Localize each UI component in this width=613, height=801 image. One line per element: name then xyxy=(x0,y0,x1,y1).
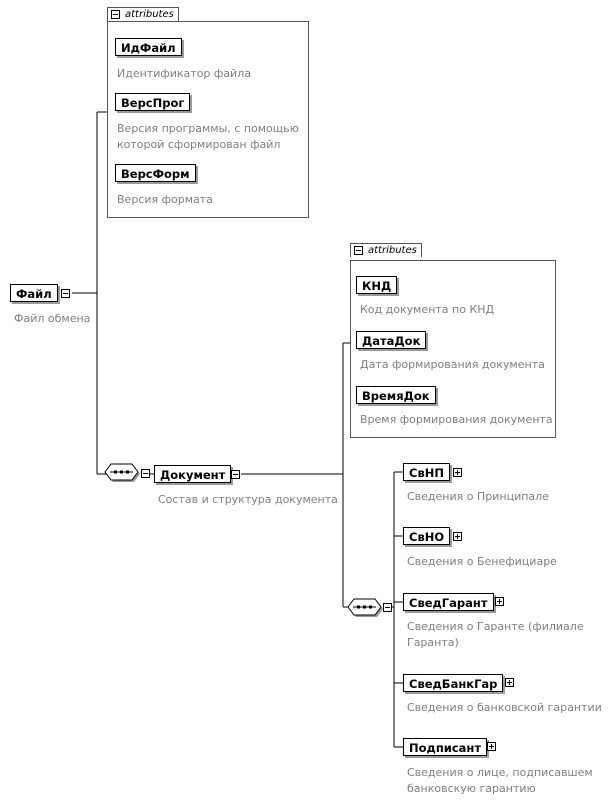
child-element-description: Сведения о Бенефициаре xyxy=(407,555,557,568)
attribute-description: Версия программы, с помощью xyxy=(117,122,299,135)
attribute-name[interactable]: ВремяДок xyxy=(356,386,436,404)
child-element-description: банковскую гарантию xyxy=(407,782,536,795)
child-element-label[interactable]: СвНП xyxy=(403,463,450,481)
expand-icon[interactable] xyxy=(495,597,504,606)
attribute-description: Версия формата xyxy=(117,193,213,206)
sequence-compositor-icon xyxy=(347,598,383,617)
attribute-name[interactable]: ДатаДок xyxy=(356,331,427,349)
child-element-label[interactable]: СведБанкГар xyxy=(403,674,504,692)
collapse-icon[interactable] xyxy=(61,289,70,298)
sequence-compositor-icon xyxy=(104,463,140,482)
attribute-description: Код документа по КНД xyxy=(360,303,495,316)
collapse-icon[interactable] xyxy=(354,246,363,255)
child-element-description: Сведения о банковской гарантии xyxy=(407,701,602,714)
document-element-description: Состав и структура документа xyxy=(158,493,338,506)
collapse-icon[interactable] xyxy=(141,469,150,478)
attribute-name[interactable]: ВерсПрог xyxy=(115,93,191,111)
child-element-label[interactable]: СвНО xyxy=(403,527,451,545)
document-element-label[interactable]: Документ xyxy=(154,465,232,483)
attribute-name[interactable]: ВерсФорм xyxy=(115,164,196,182)
child-element-label[interactable]: СведГарант xyxy=(403,593,494,611)
child-element-description: Сведения о Гаранте (филиале xyxy=(407,620,584,633)
attributes-tab[interactable]: attributes xyxy=(107,7,179,21)
attribute-name[interactable]: ИдФайл xyxy=(115,38,182,56)
root-element-description: Файл обмена xyxy=(14,312,91,325)
child-element-label[interactable]: Подписант xyxy=(403,738,488,756)
attribute-description: Идентификатор файла xyxy=(117,67,251,80)
attribute-description: которой сформирован файл xyxy=(117,138,281,151)
attributes-tab-label: attributes xyxy=(368,245,417,256)
attribute-description: Дата формирования документа xyxy=(360,358,545,371)
collapse-icon[interactable] xyxy=(111,10,120,19)
expand-icon[interactable] xyxy=(505,678,514,687)
root-element-label[interactable]: Файл xyxy=(10,284,58,302)
attribute-name[interactable]: КНД xyxy=(356,276,398,294)
expand-icon[interactable] xyxy=(453,468,462,477)
child-element-description: Сведения о Принципале xyxy=(407,490,549,503)
collapse-icon[interactable] xyxy=(231,470,240,479)
child-element-description: Сведения о лице, подписавшем xyxy=(407,766,593,779)
expand-icon[interactable] xyxy=(453,532,462,541)
child-element-description: Гаранта) xyxy=(407,636,459,649)
attributes-tab[interactable]: attributes xyxy=(350,243,422,257)
attributes-tab-label: attributes xyxy=(125,9,174,20)
attribute-description: Время формирования документа xyxy=(360,413,553,426)
expand-icon[interactable] xyxy=(487,742,496,751)
collapse-icon[interactable] xyxy=(383,603,392,612)
